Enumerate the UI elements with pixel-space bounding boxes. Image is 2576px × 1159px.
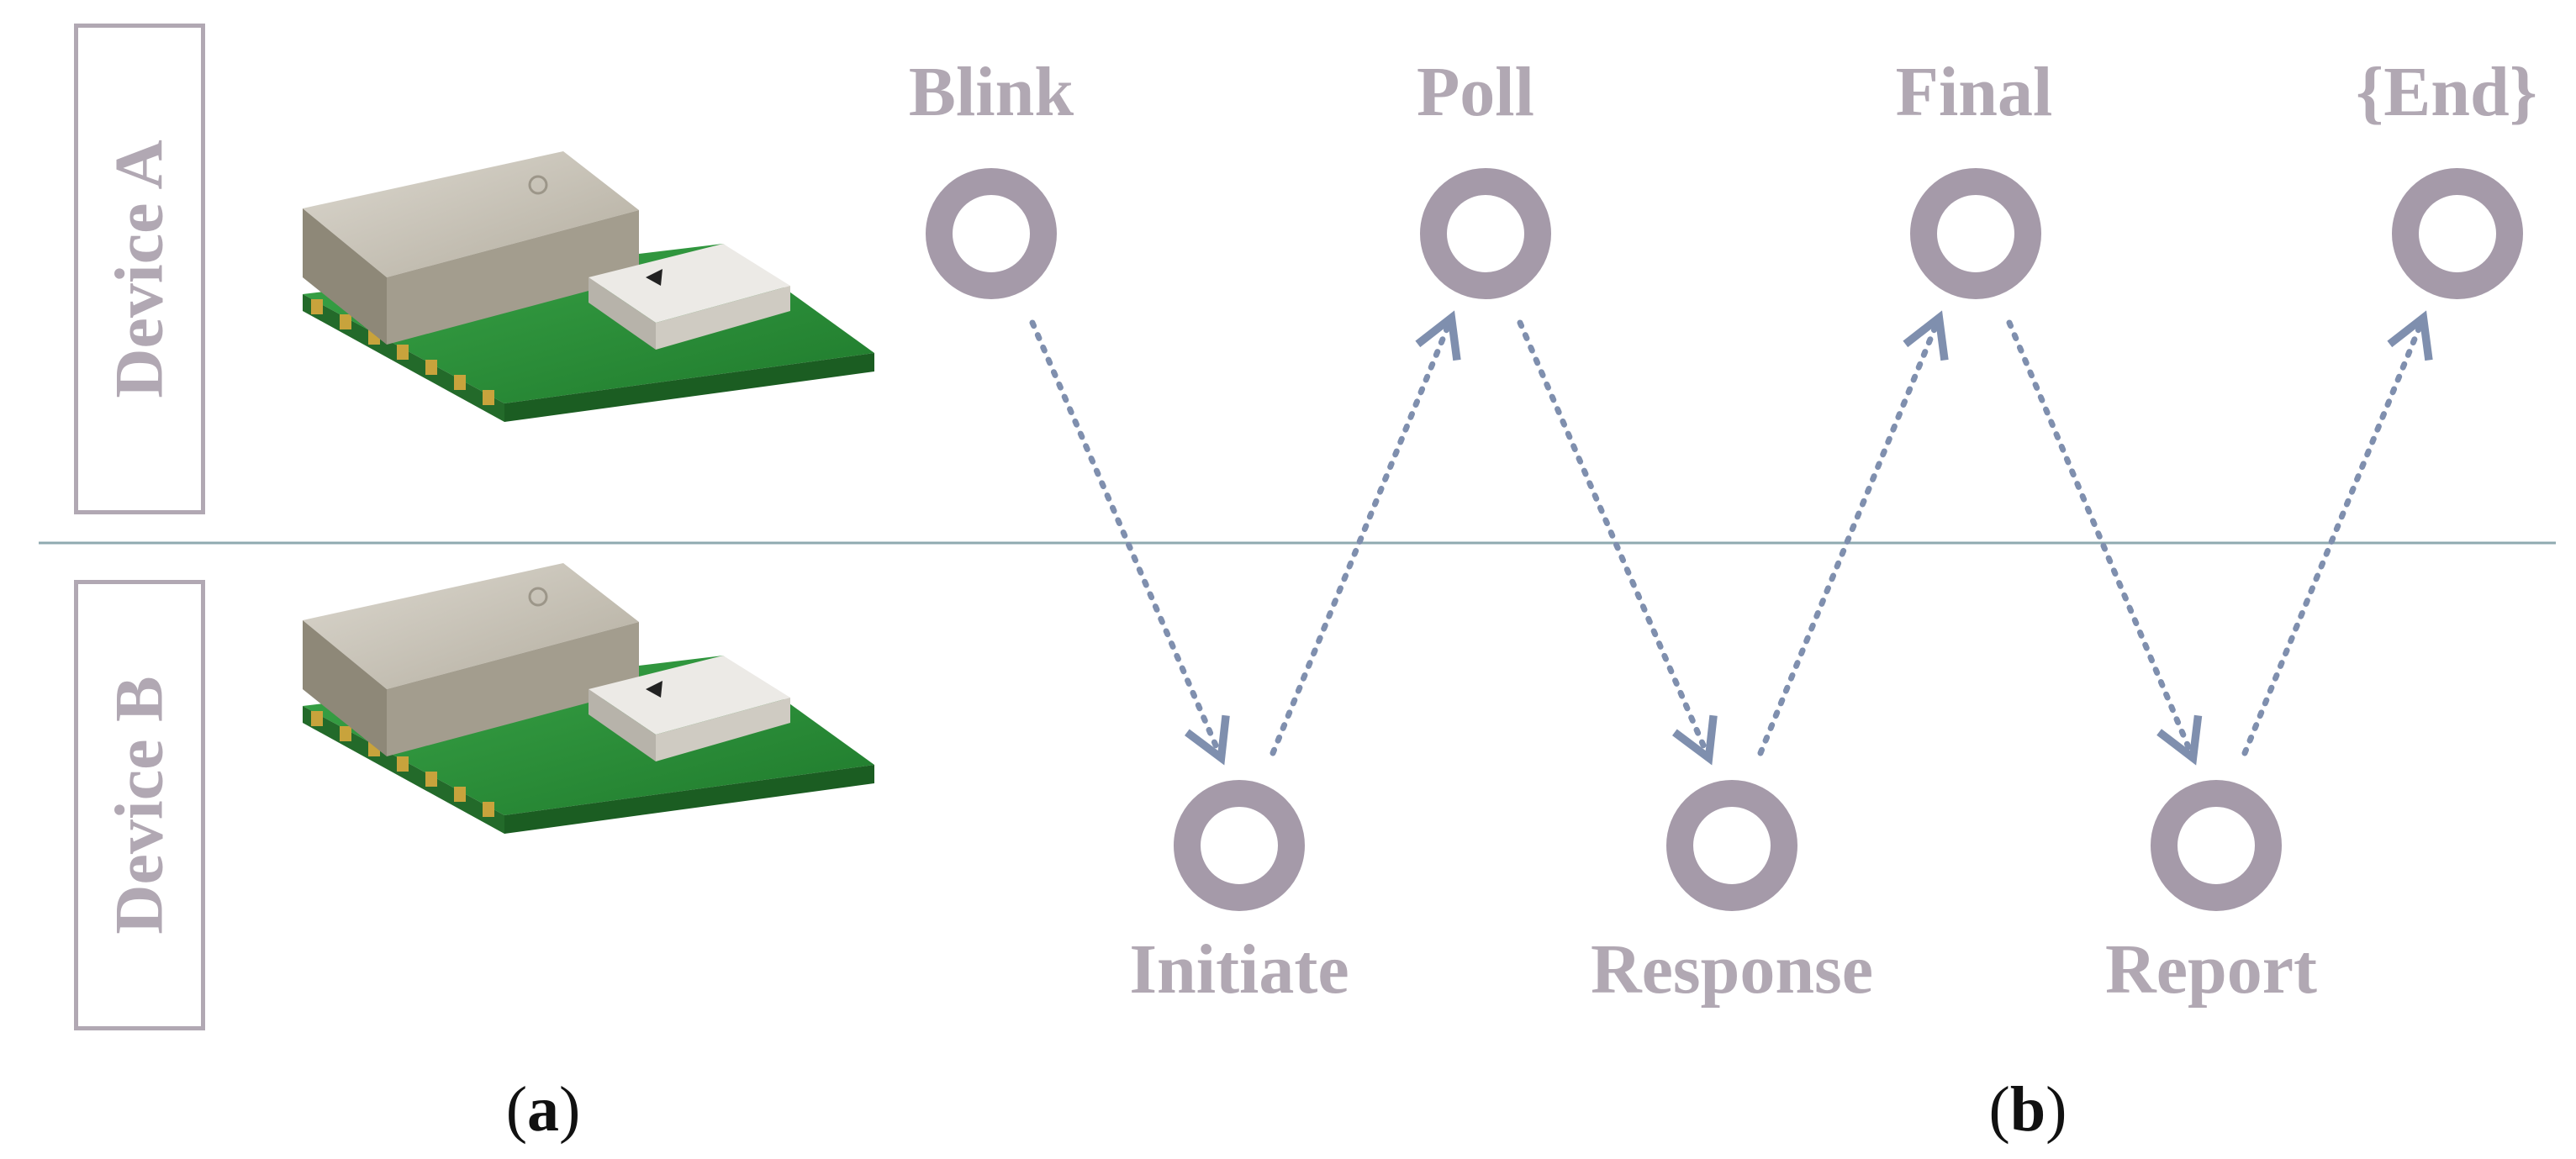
node-poll: [1420, 168, 1551, 299]
step-label-blink: Blink: [908, 53, 1074, 131]
step-label-poll: Poll: [1417, 53, 1534, 131]
node-response: [1666, 780, 1797, 911]
node-end: [2392, 168, 2523, 299]
arrow-poll-to-response: [1517, 319, 1718, 766]
node-report: [2151, 780, 2282, 911]
arrow-report-to-end: [2241, 310, 2433, 756]
step-label-end: {End}: [2356, 53, 2537, 131]
arrow-final-to-report: [2006, 319, 2203, 766]
step-label-response: Response: [1590, 930, 1874, 1009]
device-a-label-box: Device A: [74, 24, 205, 514]
step-label-final: Final: [1895, 53, 2053, 131]
device-b-label-box: Device B: [74, 580, 205, 1030]
node-initiate: [1174, 780, 1305, 911]
node-blink: [926, 168, 1057, 299]
panel-label-a: (a): [505, 1074, 581, 1145]
arrow-response-to-final: [1757, 310, 1949, 756]
step-label-initiate: Initiate: [1129, 930, 1349, 1009]
step-label-report: Report: [2105, 930, 2317, 1009]
arrow-blink-to-initiate: [1029, 319, 1230, 766]
arrow-initiate-to-poll: [1270, 310, 1461, 756]
node-final: [1910, 168, 2041, 299]
panel-label-b: (b): [1988, 1074, 2067, 1145]
